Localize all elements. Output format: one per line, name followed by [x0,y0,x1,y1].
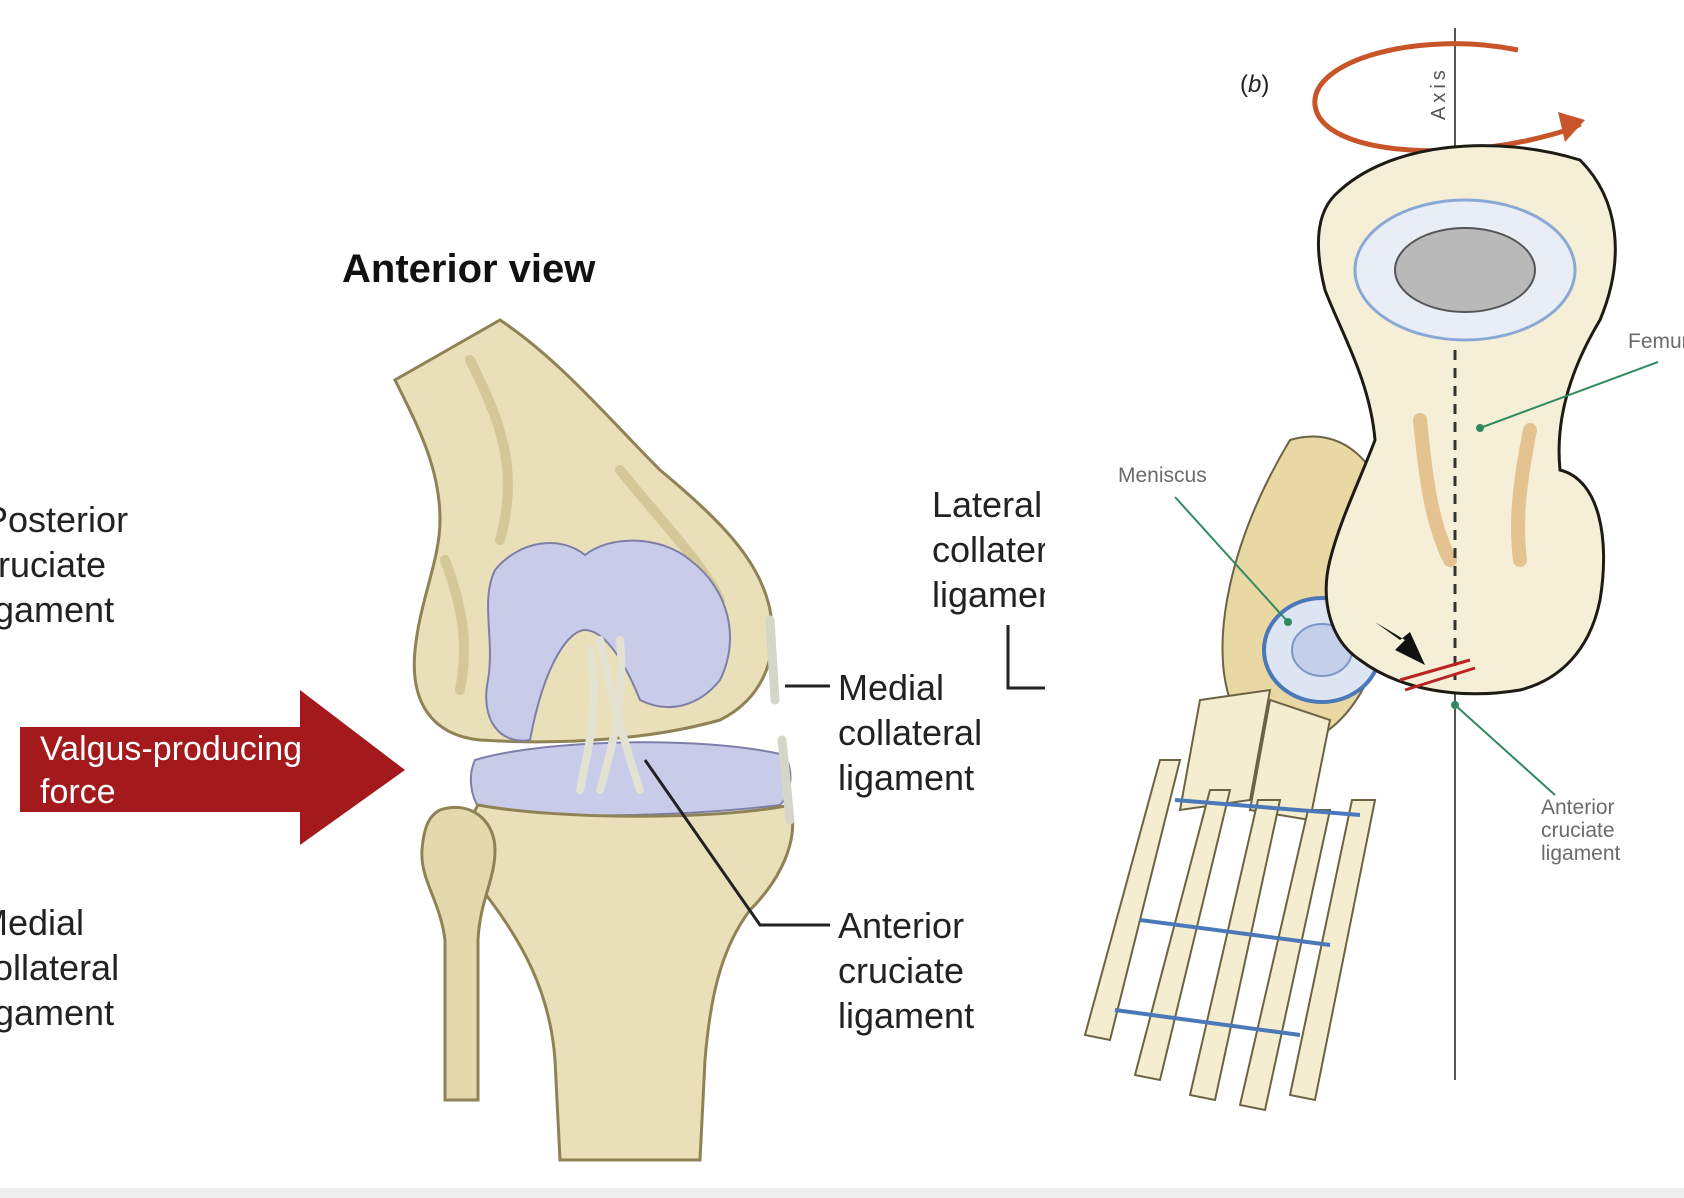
axis-label: Axis [1428,66,1450,120]
rotation-arrowhead [1558,112,1585,142]
leader-meniscus [1174,496,1289,623]
leader-meniscus-dot [1284,618,1292,626]
label-lateral-collateral: Lateral [932,484,1042,525]
panel-label: (b) [1240,71,1269,98]
label-medial-collateral-left-2: collateral [0,947,119,988]
force-label: Valgus-producing [40,730,302,768]
femur-shading-orange [1413,413,1537,567]
cruciate-ligaments [576,636,644,794]
foot-joint-lines [1114,798,1361,1037]
label-femur: Femur [1628,330,1684,353]
label-anterior-cruciate-left-3: ligament [838,995,974,1036]
force-label-line2: force [40,773,116,811]
bottom-strip [0,1188,1684,1198]
leader-anterior-cruciate-dot [1451,701,1459,709]
label-medial-collateral-left: Medial [0,902,84,943]
label-anterior-cruciate-right-2: cruciate [1541,819,1615,842]
label-meniscus: Meniscus [1118,464,1207,487]
rotation-arrow [1312,41,1582,154]
leader-femur-dot [1476,424,1484,432]
label-posterior-cruciate-3: ligament [0,589,114,630]
label-lateral-collateral-3: ligament [932,574,1068,615]
label-anterior-cruciate-left-2: cruciate [838,950,964,991]
tibia-bone [465,803,795,1162]
leader-lateral-collateral [1006,625,1045,690]
label-posterior-cruciate-2: cruciate [0,544,106,585]
label-medial-collateral-right: Medial [838,667,944,708]
label-medial-collateral-right-3: ligament [838,757,974,798]
femoral-cartilage [485,539,731,742]
label-posterior-cruciate: Posterior [0,499,128,540]
acl-fibers [1399,658,1476,692]
label-medial-collateral-left-3: ligament [0,992,114,1033]
medial-collateral-strands [765,615,795,825]
acl-pointer-arrow [1375,622,1425,665]
leader-anterior-cruciate [643,759,830,927]
label-anterior-cruciate-right: Anterior [1541,796,1615,819]
panel-title: Anterior view [342,247,596,291]
rotation-panel: (b) Axis [1083,28,1684,1112]
label-anterior-cruciate-right-3: ligament [1541,842,1621,865]
marrow-cavity [1394,227,1536,313]
fibula-bone [420,805,497,1102]
knee-anterior-panel: Anterior view Valgus-producing force Pos… [0,247,1076,1162]
label-medial-collateral-right-2: collateral [838,712,982,753]
label-anterior-cruciate-left: Anterior [838,905,964,946]
leader-femur [1479,361,1659,429]
label-lateral-collateral-2: collateral [932,529,1076,570]
leader-anterior-cruciate-right [1454,704,1556,796]
valgus-force-arrow [20,690,405,845]
